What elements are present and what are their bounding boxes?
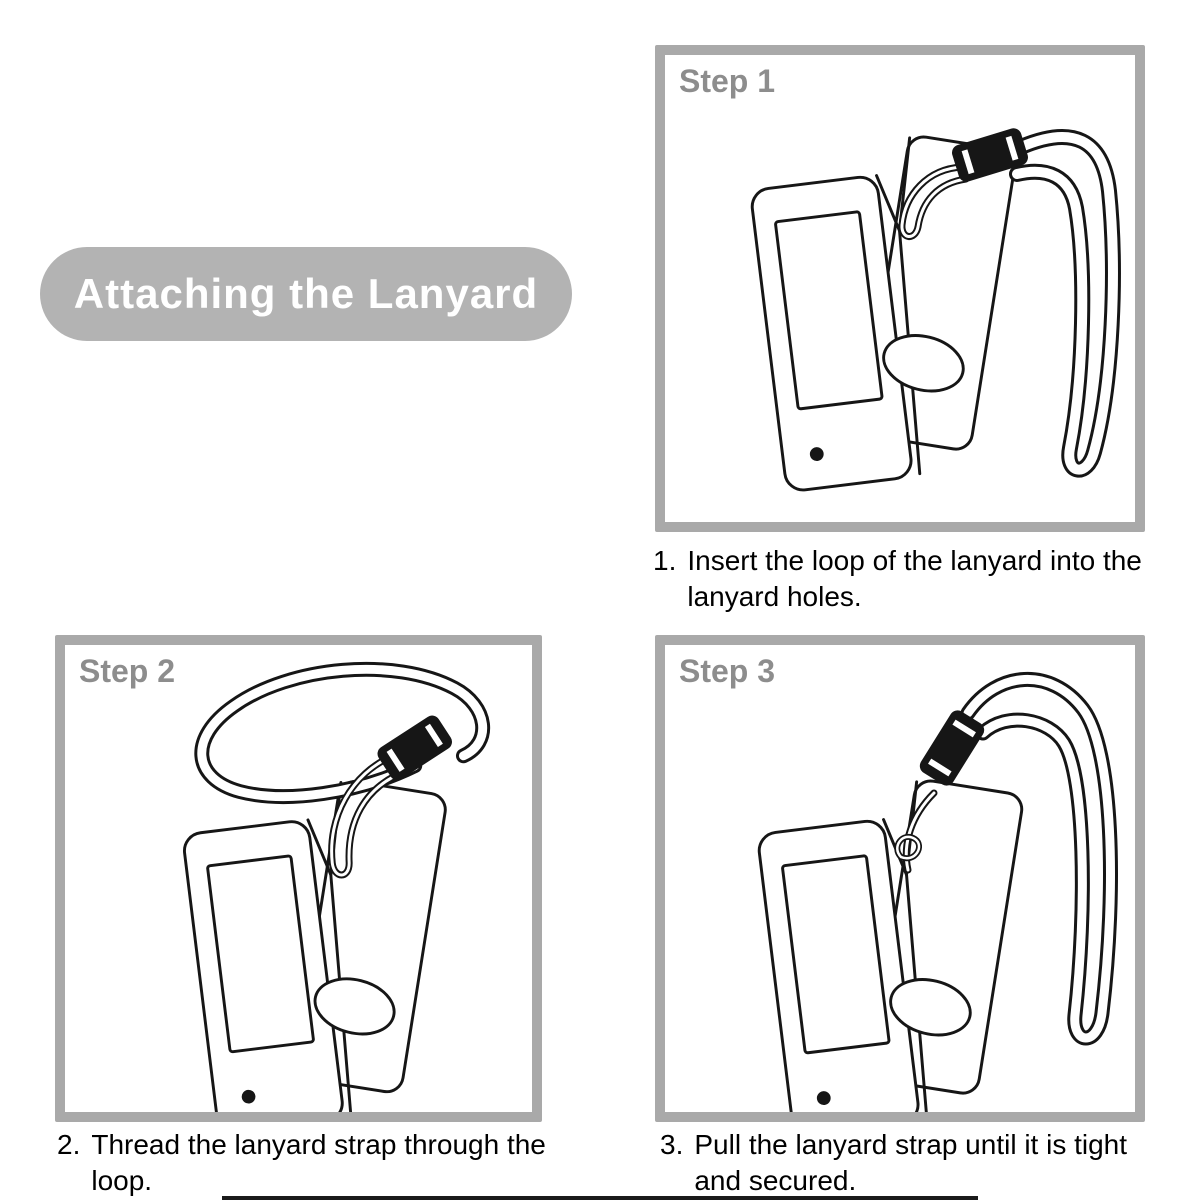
bottom-edge-line [222,1196,978,1200]
step-2-caption: 2. Thread the lanyard strap through the … [57,1127,555,1199]
step-3-label: Step 3 [679,653,776,689]
oximeter-device-icon [748,133,1019,494]
step-3-illustration [755,671,1118,1112]
lanyard-cord-loop [328,752,409,879]
step-2-panel: Step 2 [55,635,542,1122]
step-2-illustration [180,661,491,1112]
step-1-caption-number: 1. [653,545,677,576]
step-1-caption: 1. Insert the loop of the lanyard into t… [653,543,1153,615]
step-2-label: Step 2 [79,653,176,689]
step-3-caption: 3. Pull the lanyard strap until it is ti… [660,1127,1158,1199]
step-2-caption-number: 2. [57,1129,81,1160]
step-1-caption-text: Insert the loop of the lanyard into the … [687,545,1142,612]
lanyard-strap [960,671,1118,1046]
title-badge: Attaching the Lanyard [40,247,572,341]
step-3-caption-text: Pull the lanyard strap until it is tight… [694,1129,1128,1196]
oximeter-device-icon [755,777,1026,1112]
step-1-panel: Step 1 [655,45,1145,532]
lanyard-strap [194,661,491,804]
lanyard-cord-tightened [894,789,938,874]
oximeter-device-icon [180,777,450,1112]
step-3-panel: Step 3 [655,635,1145,1122]
lanyard-cord-loop [898,163,970,240]
step-1-label: Step 1 [679,63,776,99]
page-title: Attaching the Lanyard [73,270,539,317]
lanyard-clasp-icon [916,707,988,789]
step-3-caption-number: 3. [660,1129,684,1160]
step-1-illustration [748,126,1121,494]
lanyard-strap [1009,129,1121,478]
step-2-caption-text: Thread the lanyard strap through the loo… [91,1129,546,1196]
